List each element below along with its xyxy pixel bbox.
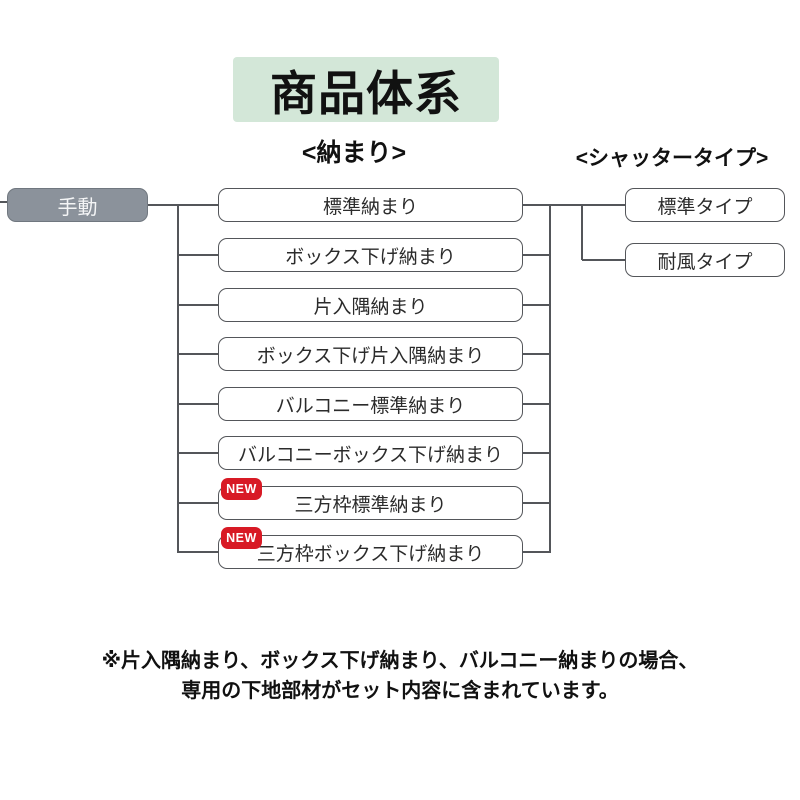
node-standard-type: 標準タイプ (625, 188, 785, 222)
node-manual: 手動 (7, 188, 148, 222)
connector-line (177, 205, 179, 553)
connector-line (178, 502, 218, 504)
footnote: ※片入隅納まり、ボックス下げ納まり、バルコニー納まりの場合、 専用の下地部材がセ… (0, 646, 800, 706)
page-title: 商品体系 (233, 57, 499, 122)
connector-line (523, 254, 550, 256)
connector-line (550, 204, 625, 206)
node-label: 三方枠ボックス下げ納まり (256, 543, 485, 565)
connector-line (549, 205, 551, 553)
connector-line (523, 452, 550, 454)
node-balcony-box-lowered-installation: バルコニーボックス下げ納まり (218, 436, 523, 470)
new-badge: NEW (221, 527, 262, 549)
connector-line (178, 403, 218, 405)
node-standard-installation: 標準納まり (218, 188, 523, 222)
node-three-side-frame-standard-installation: 三方枠標準納まり (218, 486, 523, 520)
new-badge: NEW (221, 478, 262, 500)
node-label: 片入隅納まり (313, 296, 428, 318)
installation-column-header: <納まり> (301, 139, 407, 167)
node-manual-label: 手動 (57, 196, 98, 219)
connector-line (523, 304, 550, 306)
node-label: 標準納まり (322, 196, 418, 218)
connector-line (523, 353, 550, 355)
node-single-corner-installation: 片入隅納まり (218, 288, 523, 322)
node-label: ボックス下げ片入隅納まり (256, 345, 485, 367)
page-title-text: 商品体系 (270, 67, 462, 120)
connector-line (178, 452, 218, 454)
connector-line (523, 551, 550, 553)
node-label: バルコニーボックス下げ納まり (237, 444, 504, 466)
shutter-type-column-header: <シャッタータイプ> (575, 147, 769, 170)
node-balcony-standard-installation: バルコニー標準納まり (218, 387, 523, 421)
node-label: 耐風タイプ (657, 251, 753, 273)
node-label: ボックス下げ納まり (285, 246, 456, 268)
connector-line (178, 254, 218, 256)
connector-line (178, 304, 218, 306)
node-box-lowered-single-corner-installation: ボックス下げ片入隅納まり (218, 337, 523, 371)
footnote-line-2: 専用の下地部材がセット内容に含まれています。 (181, 680, 619, 702)
connector-line (581, 205, 583, 260)
node-box-lowered-installation: ボックス下げ納まり (218, 238, 523, 272)
node-label: 三方枠標準納まり (294, 494, 447, 516)
connector-line (0, 201, 8, 203)
connector-line (178, 353, 218, 355)
connector-line (178, 551, 218, 553)
node-label: バルコニー標準納まり (275, 395, 466, 417)
connector-line (523, 502, 550, 504)
connector-line (523, 204, 550, 206)
node-three-side-frame-box-lowered-installation: 三方枠ボックス下げ納まり (218, 535, 523, 569)
connector-line (148, 204, 218, 206)
node-label: 標準タイプ (657, 196, 753, 218)
footnote-line-1: ※片入隅納まり、ボックス下げ納まり、バルコニー納まりの場合、 (101, 650, 699, 672)
connector-line (582, 259, 625, 261)
connector-line (523, 403, 550, 405)
node-wind-resistant-type: 耐風タイプ (625, 243, 785, 277)
